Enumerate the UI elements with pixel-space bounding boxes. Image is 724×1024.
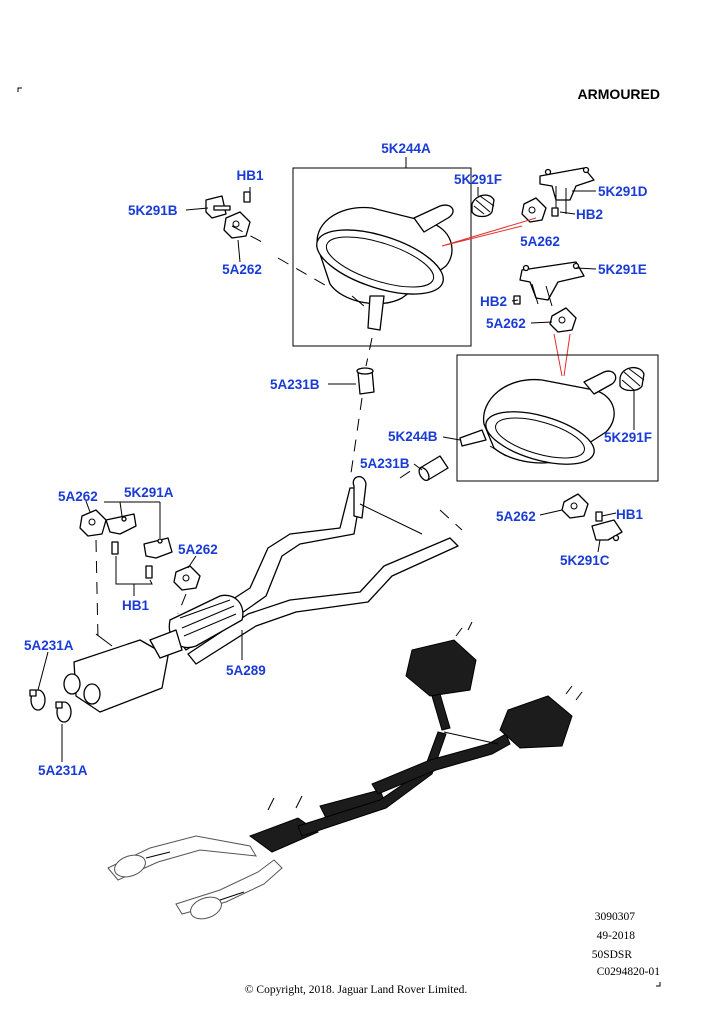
label-clamp-b-lower: 5A231B bbox=[360, 456, 410, 471]
label-bolt-left: HB1 bbox=[122, 598, 149, 613]
label-insulator-lower-right: 5A262 bbox=[496, 509, 536, 524]
label-muffler-rh: 5K244A bbox=[381, 141, 431, 156]
nut-hb2-top bbox=[551, 207, 559, 217]
hanger-bracket-b bbox=[205, 195, 231, 219]
label-hanger-bracket-b: 5K291B bbox=[128, 203, 178, 218]
variant-title: ARMOURED bbox=[578, 86, 660, 102]
exhaust-pipe-main bbox=[175, 476, 459, 665]
label-insulator-top-left: 5A262 bbox=[222, 262, 262, 277]
label-nut-top: HB2 bbox=[576, 207, 603, 222]
front-silencer bbox=[63, 629, 183, 713]
hanger-bracket-e bbox=[519, 261, 585, 307]
clamp-b-lower bbox=[418, 455, 449, 482]
label-muffler-lh: 5K244B bbox=[388, 429, 438, 444]
hanger-bracket-c bbox=[591, 519, 623, 542]
clamp-a-right bbox=[55, 701, 72, 723]
footer-model: 50SDSR bbox=[592, 949, 633, 961]
insulator-top-left bbox=[223, 211, 251, 239]
footer-date: 49-2018 bbox=[597, 930, 636, 942]
muffler-lh bbox=[459, 370, 617, 465]
muffler-rh bbox=[316, 204, 454, 331]
muffler-rh-box bbox=[292, 167, 472, 347]
clamp-b-upper bbox=[356, 367, 375, 395]
label-insulator-left: 5A262 bbox=[58, 489, 98, 504]
red-leader-top bbox=[441, 217, 537, 247]
label-insulator-top-right: 5A262 bbox=[520, 234, 560, 249]
label-insulator-mid-right: 5A262 bbox=[486, 316, 526, 331]
footer-ref: C0294820-01 bbox=[597, 966, 661, 978]
insulator-left bbox=[79, 509, 107, 537]
label-clamp-b-upper: 5A231B bbox=[270, 377, 320, 392]
label-hanger-rubber-f-lower: 5K291F bbox=[604, 430, 652, 445]
insulator-lower-right bbox=[561, 493, 589, 519]
footer-code: 3090307 bbox=[595, 911, 636, 923]
copyright: © Copyright, 2018. Jaguar Land Rover Lim… bbox=[245, 984, 468, 996]
label-clamp-a-lower: 5A231A bbox=[38, 763, 88, 778]
insulator-top-right bbox=[521, 197, 547, 223]
label-hanger-bracket-c: 5K291C bbox=[560, 553, 610, 568]
clamp-a-left bbox=[29, 689, 46, 711]
muffler-lh-box bbox=[456, 354, 659, 482]
label-hanger-rubber-f-top: 5K291F bbox=[454, 172, 502, 187]
label-insulator-left-lower: 5A262 bbox=[178, 542, 218, 557]
hanger-bracket-a bbox=[105, 513, 173, 559]
label-bolt-lower-right: HB1 bbox=[616, 507, 643, 522]
hanger-rubber-f-lower bbox=[619, 367, 645, 392]
label-front-pipe: 5A289 bbox=[226, 663, 266, 678]
hanger-rubber-f-top bbox=[471, 194, 495, 218]
overview-exhaust bbox=[107, 621, 583, 920]
insulator-left-lower bbox=[173, 565, 201, 591]
label-hanger-bracket-a: 5K291A bbox=[124, 485, 174, 500]
label-bolt-top-left: HB1 bbox=[236, 168, 263, 183]
insulator-mid-right bbox=[549, 307, 577, 333]
label-hanger-bracket-d: 5K291D bbox=[598, 184, 648, 199]
label-clamp-a-upper: 5A231A bbox=[24, 638, 74, 653]
leader-lines bbox=[37, 157, 635, 762]
bolt-hb1-lower-right bbox=[595, 511, 603, 522]
bolt-hb1-left bbox=[111, 541, 153, 579]
corner-mark-bottom bbox=[656, 982, 661, 987]
label-nut-mid: HB2 bbox=[480, 294, 507, 309]
label-hanger-bracket-e: 5K291E bbox=[598, 262, 647, 277]
bolt-hb1-top-left bbox=[243, 191, 251, 203]
dashed-assembly-lines bbox=[95, 225, 463, 641]
corner-mark bbox=[17, 87, 22, 92]
